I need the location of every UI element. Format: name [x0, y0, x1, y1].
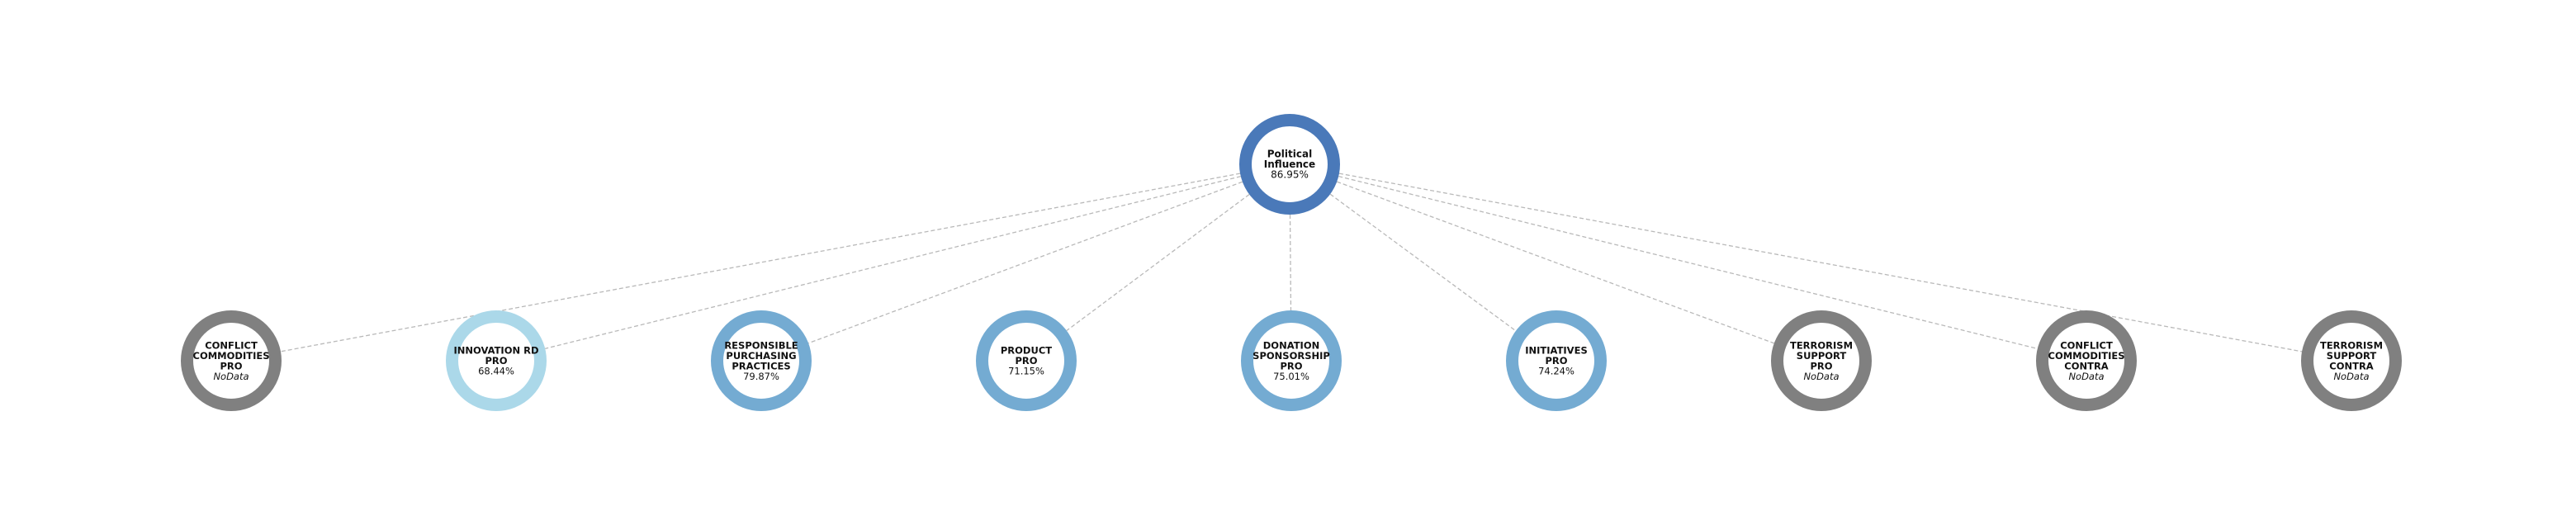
node-donation-sponsorship-pro-label-line: SPONSORSHIP — [1252, 350, 1330, 362]
node-responsible-purchasing-practices-label-line: PRACTICES — [732, 360, 790, 371]
edge-terrorism-support-contra — [1338, 173, 2303, 352]
node-terrorism-support-contra-value: NoData — [2333, 371, 2369, 382]
node-responsible-purchasing-practices-ring — [711, 310, 812, 411]
edge-product-pro — [1066, 193, 1250, 332]
edge-donation-sponsorship-pro — [1289, 214, 1292, 311]
node-product-pro-label-line: PRODUCT — [1001, 345, 1052, 357]
node-terrorism-support-pro-label-line: TERRORISM — [1790, 339, 1853, 351]
node-terrorism-support-pro-label-line: SUPPORT — [1797, 350, 1847, 362]
edge-responsible-purchasing-practices — [807, 181, 1243, 344]
node-initiatives-pro-label-line: PRO — [1545, 355, 1567, 367]
node-conflict-commodities-contra-label-line: CONTRA — [2064, 360, 2109, 371]
node-donation-sponsorship-pro-label-line: DONATION — [1263, 339, 1319, 351]
node-terrorism-support-contra-label-line: CONTRA — [2329, 360, 2374, 371]
node-political-influence-label-line: Influence — [1264, 158, 1315, 170]
node-responsible-purchasing-practices-label-line: RESPONSIBLE — [724, 339, 798, 351]
node-terrorism-support-pro-label-line: PRO — [1810, 360, 1832, 371]
node-terrorism-support-contra-ring — [2301, 310, 2402, 411]
node-political-influence-value: 86.95% — [1271, 169, 1309, 181]
node-conflict-commodities-pro-ring — [181, 310, 282, 411]
edge-conflict-commodities-contra — [1338, 175, 2038, 350]
node-innovation-rd-pro-label-line: PRO — [485, 355, 507, 367]
node-innovation-rd-pro-ring — [446, 310, 547, 411]
node-terrorism-support-contra-label-line: TERRORISM — [2320, 339, 2383, 351]
node-terrorism-support-pro-ring — [1771, 310, 1872, 411]
node-conflict-commodities-contra-label-line: CONFLICT — [2060, 339, 2113, 351]
edge-terrorism-support-pro — [1336, 181, 1775, 344]
node-initiatives-pro-value: 74.24% — [1538, 366, 1574, 377]
node-initiatives-pro-label-line: INITIATIVES — [1525, 345, 1587, 357]
node-political-influence-ring — [1239, 114, 1340, 215]
node-conflict-commodities-contra-ring — [2036, 310, 2137, 411]
node-product-pro-value: 71.15% — [1008, 366, 1044, 377]
edge-layer — [280, 173, 2303, 352]
node-responsible-purchasing-practices-value: 79.87% — [743, 371, 779, 382]
node-donation-sponsorship-pro-label-line: PRO — [1280, 360, 1302, 371]
node-innovation-rd-pro-label-line: INNOVATION RD — [453, 345, 538, 357]
node-terrorism-support-pro-value: NoData — [1803, 371, 1839, 382]
node-conflict-commodities-pro-label-line: COMMODITIES — [193, 350, 270, 362]
node-conflict-commodities-pro-value: NoData — [213, 371, 249, 382]
node-political-influence-label-line: Political — [1267, 149, 1312, 160]
node-conflict-commodities-pro-label-line: CONFLICT — [205, 339, 258, 351]
node-donation-sponsorship-pro-ring — [1241, 310, 1342, 411]
node-conflict-commodities-pro-label-line: PRO — [220, 360, 242, 371]
node-conflict-commodities-contra-label-line: COMMODITIES — [2048, 350, 2125, 362]
node-innovation-rd-pro-value: 68.44% — [478, 366, 514, 377]
edge-conflict-commodities-pro — [280, 173, 1241, 352]
node-terrorism-support-contra-label-line: SUPPORT — [2327, 350, 2377, 362]
node-responsible-purchasing-practices-label-line: PURCHASING — [726, 350, 796, 362]
node-initiatives-pro-ring — [1506, 310, 1607, 411]
node-conflict-commodities-contra-value: NoData — [2068, 371, 2104, 382]
node-donation-sponsorship-pro-value: 75.01% — [1273, 371, 1309, 382]
edge-innovation-rd-pro — [545, 176, 1241, 349]
node-product-pro-ring — [976, 310, 1077, 411]
node-product-pro-label-line: PRO — [1015, 355, 1037, 367]
edge-initiatives-pro — [1329, 193, 1517, 332]
